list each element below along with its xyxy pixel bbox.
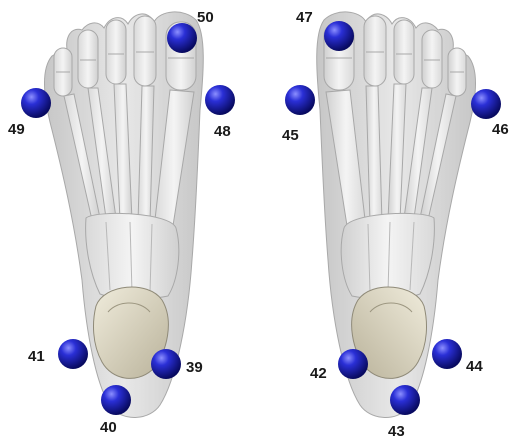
marker-49: 49 xyxy=(8,88,51,138)
marker-44: 44 xyxy=(432,339,483,375)
marker-label-46: 46 xyxy=(492,121,509,138)
marker-label-49: 49 xyxy=(8,121,25,138)
marker-label-39: 39 xyxy=(186,359,203,376)
marker-42: 42 xyxy=(310,349,368,382)
marker-label-40: 40 xyxy=(100,419,117,436)
marker-46: 46 xyxy=(471,89,509,138)
marker-label-48: 48 xyxy=(214,123,231,140)
marker-label-45: 45 xyxy=(282,127,299,144)
marker-48: 48 xyxy=(205,85,235,140)
marker-label-50: 50 xyxy=(197,9,214,26)
marker-41: 41 xyxy=(28,339,88,369)
marker-45: 45 xyxy=(282,85,315,144)
marker-label-41: 41 xyxy=(28,348,45,365)
marker-label-44: 44 xyxy=(466,358,483,375)
marker-label-43: 43 xyxy=(388,423,405,440)
marker-40: 40 xyxy=(100,385,131,436)
marker-label-47: 47 xyxy=(296,9,313,26)
marker-label-42: 42 xyxy=(310,365,327,382)
